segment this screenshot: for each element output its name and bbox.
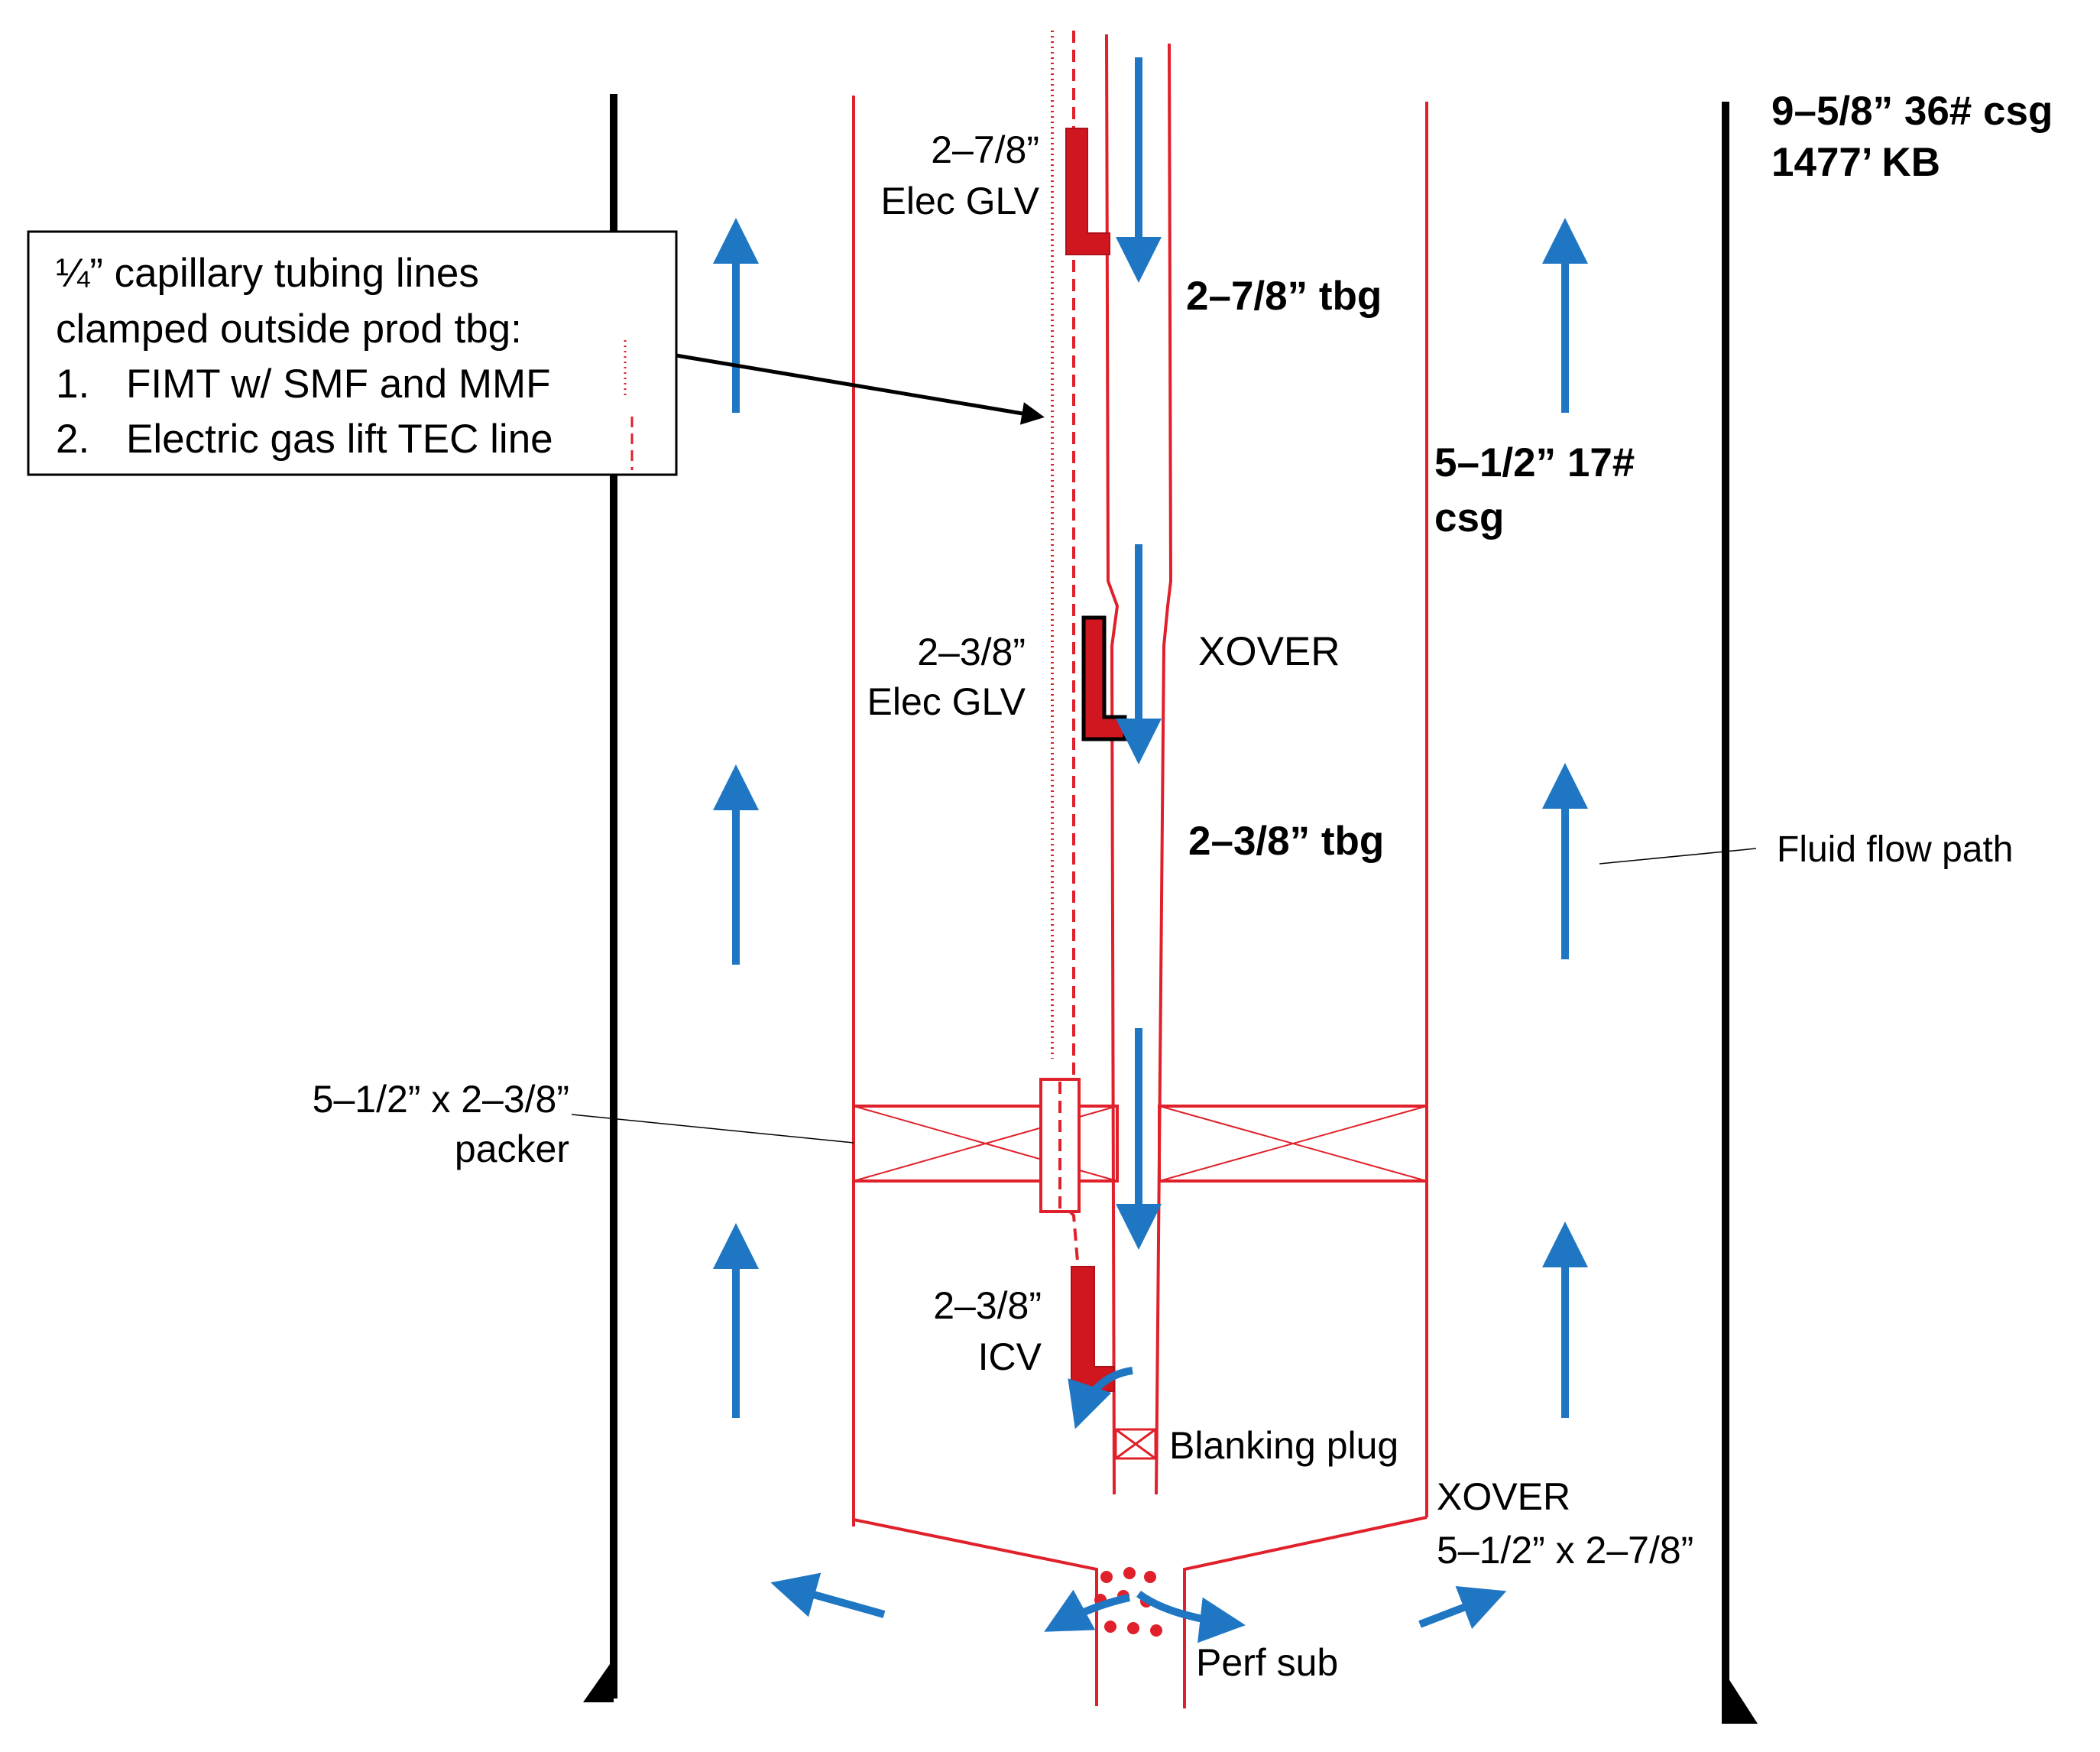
packer <box>852 1078 1428 1213</box>
packer-label-line1: 5–1/2” x 2–3/8” <box>313 1078 569 1121</box>
blanking-plug <box>1114 1428 1157 1460</box>
bottom-crossover <box>853 1516 1428 1708</box>
outer-casing-label-line2: 1477’ KB <box>1771 140 1940 185</box>
glv-upper-label-line1: 2–7/8” <box>931 128 1039 171</box>
flow-arrows <box>713 57 1588 1643</box>
blanking-plug-label: Blanking plug <box>1169 1424 1398 1467</box>
inner-casing-label-line2: csg <box>1434 495 1504 540</box>
flow-arrow-perf-left <box>1044 1589 1131 1632</box>
legend-item2-number: 2. <box>56 417 89 462</box>
flow-arrow-perf-right <box>1136 1590 1246 1643</box>
legend-title-line1: ¼” capillary tubing lines <box>56 251 479 296</box>
icv-label-line2: ICV <box>978 1335 1042 1378</box>
icv-label-line1: 2–3/8” <box>933 1284 1042 1327</box>
fluid-flow-path-label: Fluid flow path <box>1777 829 2014 870</box>
capillary-legend: ¼” capillary tubing lines clamped outsid… <box>27 230 678 476</box>
legend-item1-label: FIMT w/ SMF and MMF <box>126 362 551 407</box>
perf-sub-label: Perf sub <box>1196 1641 1338 1684</box>
xover-lower-label-line2: 5–1/2” x 2–7/8” <box>1437 1529 1693 1572</box>
flow-arrow-icv <box>1068 1367 1133 1429</box>
glv-lower-valve <box>1081 615 1127 741</box>
leader-lines <box>571 353 1757 1144</box>
outer-casing-label-line1: 9–5/8” 36# csg <box>1771 89 2053 134</box>
flow-arrow-annulus-right <box>1418 1585 1507 1629</box>
glv-lower-label-line2: Elec GLV <box>867 680 1026 723</box>
xover-upper-label: XOVER <box>1198 629 1340 674</box>
production-tubing <box>1105 34 1173 1495</box>
labels: 9–5/8” 36# csg 1477’ KB 2–7/8” Elec GLV … <box>313 89 2053 1684</box>
xover-lower-label-line1: XOVER <box>1437 1475 1570 1518</box>
legend-item2-label: Electric gas lift TEC line <box>126 417 553 462</box>
icv-valve <box>1071 1266 1115 1392</box>
packer-label-line2: packer <box>455 1127 569 1170</box>
flow-arrow-annulus-left <box>770 1572 886 1618</box>
tbg-lower-label: 2–3/8” tbg <box>1188 819 1384 864</box>
glv-lower-label-line1: 2–3/8” <box>917 631 1026 673</box>
legend-item1-number: 1. <box>56 362 89 407</box>
inner-casing <box>852 96 1428 1527</box>
tbg-upper-label: 2–7/8” tbg <box>1186 274 1382 319</box>
glv-upper-label-line2: Elec GLV <box>881 180 1040 222</box>
inner-casing-label-line1: 5–1/2” 17# <box>1434 440 1635 485</box>
glv-upper-valve <box>1065 128 1110 255</box>
legend-title-line2: clamped outside prod tbg: <box>56 307 522 352</box>
